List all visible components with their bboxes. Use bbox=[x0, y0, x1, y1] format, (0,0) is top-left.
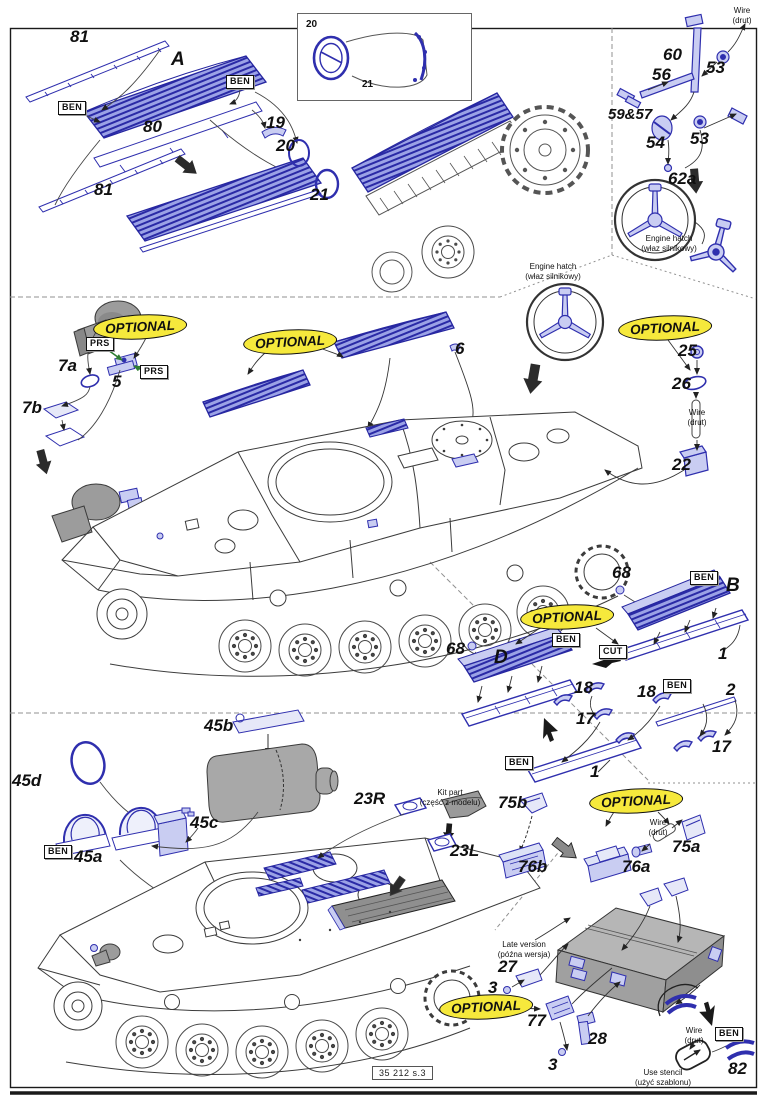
hull-top-view-1 bbox=[61, 411, 643, 677]
fuel-tank-assembly bbox=[55, 709, 339, 931]
hatch-lock-assembly bbox=[613, 13, 748, 273]
track-and-sprocket bbox=[351, 92, 590, 293]
brackets-75-76 bbox=[498, 792, 706, 883]
parts-23-kit bbox=[317, 790, 487, 859]
fender-assembly-top bbox=[25, 40, 340, 253]
hull-top-view-2 bbox=[37, 837, 541, 1079]
headlight-inset bbox=[297, 13, 472, 101]
engine-grilles-optional bbox=[202, 282, 605, 429]
fenders-b-and-d bbox=[457, 569, 750, 783]
late-version-parts bbox=[503, 943, 621, 1056]
optional-parts-25-26-22 bbox=[604, 339, 709, 485]
stowage-box-assembly bbox=[534, 877, 755, 1071]
